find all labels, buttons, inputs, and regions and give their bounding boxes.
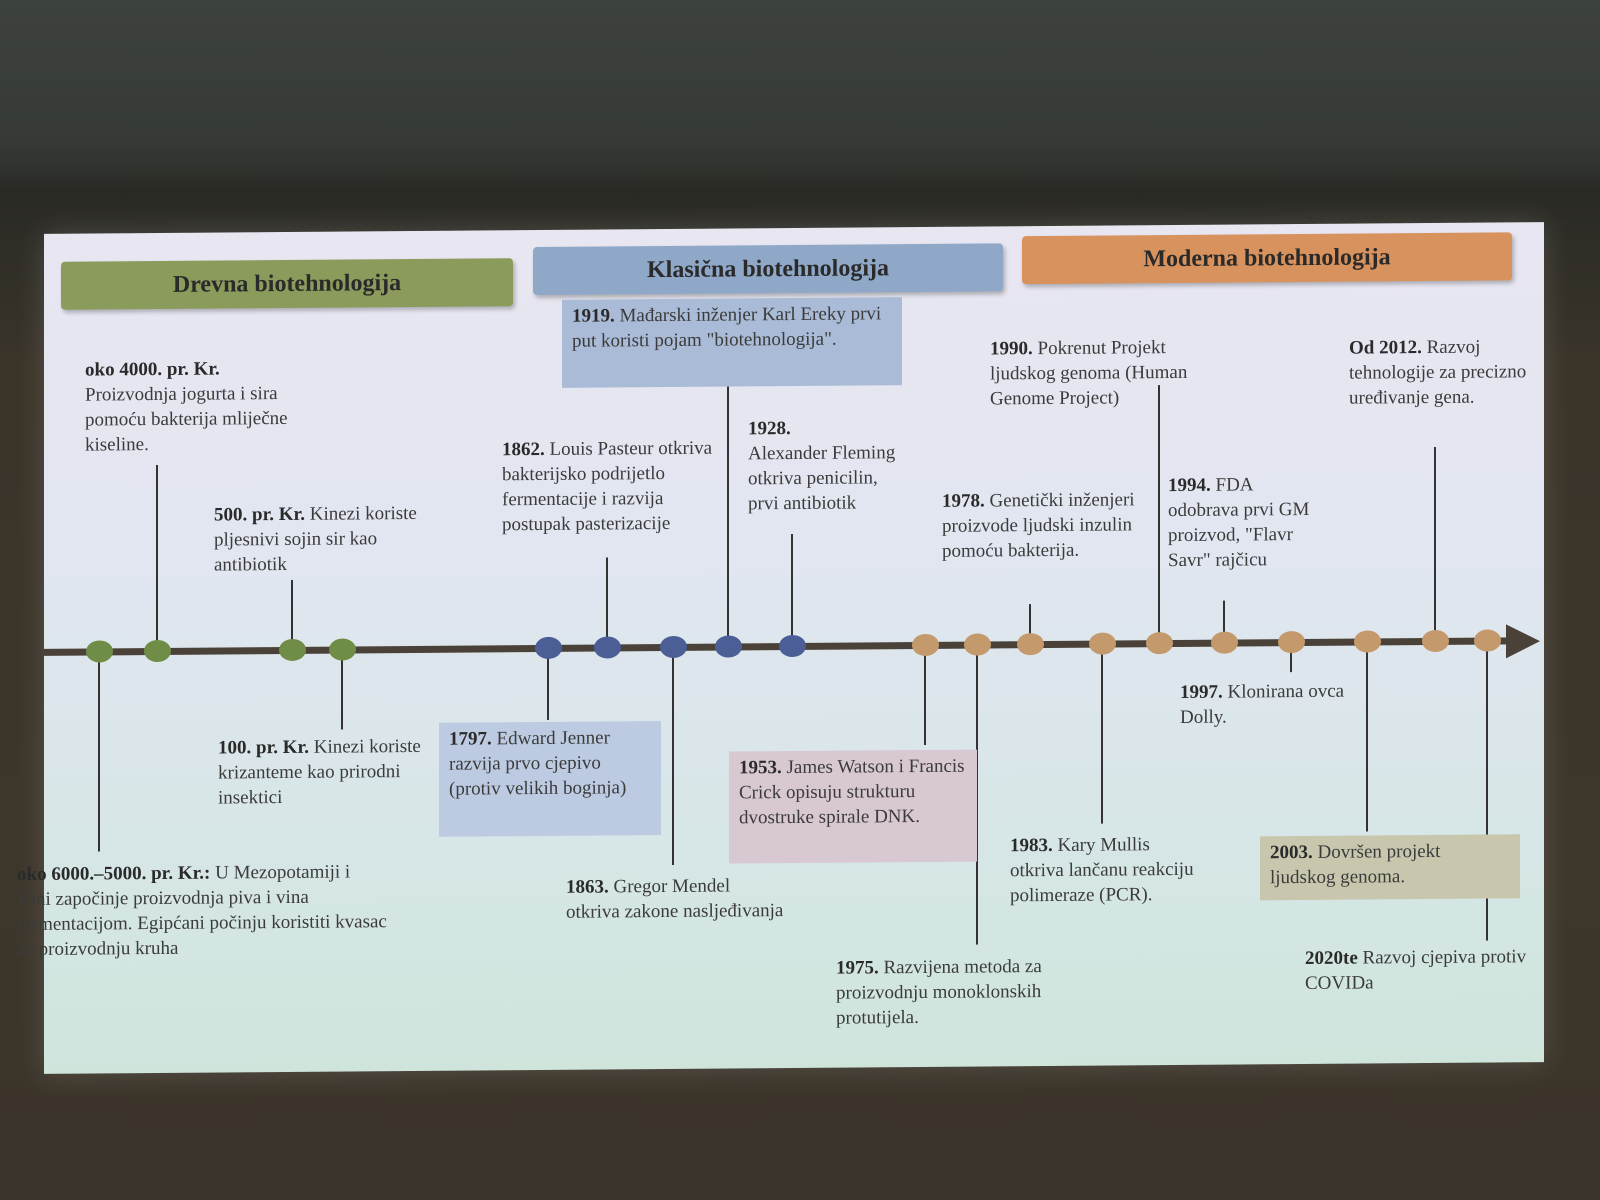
timeline-dot [535,636,562,660]
connector [1434,446,1436,641]
event-1863: 1863. Gregor Mendel otkriva zakone naslj… [566,875,784,923]
connector [924,644,926,745]
event-2020s: 2020te Razvoj cjepiva protiv COVIDa [1305,946,1527,994]
connector [341,649,343,730]
timeline-dot [964,633,991,656]
timeline-dot [1354,630,1381,653]
event-1797: 1797. Edward Jenner razvija prvo cjepivo… [439,721,661,837]
timeline-dot [1278,630,1305,654]
event-1978: 1978. Genetički inženjeri proizvode ljud… [942,489,1135,562]
event-100bc: 100. pr. Kr. Kinezi koriste krizanteme k… [218,735,421,809]
timeline-dot [329,638,356,661]
connector [1158,385,1160,644]
timeline-dot [1089,632,1116,655]
event-1994: 1994. FDA odobrava prvi GM proizvod, "Fl… [1168,474,1310,572]
connector [1101,643,1103,824]
timeline-dot [1146,632,1173,655]
timeline-dot [1422,629,1449,653]
event-1919: 1919. Mađarski inženjer Karl Ereky prvi … [562,297,902,388]
timeline-dot [144,639,171,663]
connector [672,646,674,865]
era-header-ancient: Drevna biotehnologija [61,258,513,310]
timeline-slide: Drevna biotehnologija Klasična biotehnol… [17,222,1544,1074]
timeline-dot [86,640,113,663]
era-header-classical: Klasična biotehnologija [533,243,1003,296]
timeline-dot [715,635,742,658]
event-2012: Od 2012. Razvoj tehnologije za precizno … [1349,336,1527,409]
timeline-dot [279,638,306,662]
arrow-head-icon [1506,624,1540,659]
timeline-dot [1211,631,1238,654]
connector [156,464,158,652]
timeline-dot [1017,633,1044,656]
event-500bc: 500. pr. Kr. Kinezi koriste pljesnivi so… [214,502,417,576]
connector [1366,641,1368,832]
event-6000bc: oko 6000.–5000. pr. Kr.: U Mezopotamiji … [17,861,387,961]
event-1975: 1975. Razvijena metoda za proizvodnju mo… [836,956,1042,1029]
event-1990: 1990. Pokrenut Projekt ljudskog genoma (… [990,337,1188,410]
event-1928: 1928.Alexander Fleming otkriva penicilin… [748,418,896,515]
event-1862: 1862. Louis Pasteur otkriva bakterijsko … [502,437,713,536]
connector [727,384,729,647]
timeline-dot [912,633,939,657]
event-1953: 1953. James Watson i Francis Crick opisu… [729,749,977,864]
era-header-modern: Moderna biotehnologija [1022,232,1512,285]
timeline-dot [1474,629,1501,652]
timeline-dot [660,635,687,659]
connector [606,557,608,648]
connector [98,651,100,852]
connector [791,534,793,647]
event-2003: 2003. Dovršen projekt ljudskog genoma. [1260,834,1520,901]
timeline-dot [594,636,621,659]
event-1983: 1983. Kary Mullis otkriva lančanu reakci… [1010,834,1194,907]
timeline-dot [779,634,806,658]
event-4000bc: oko 4000. pr. Kr.Proizvodnja jogurta i s… [85,358,288,456]
event-1997: 1997. Klonirana ovca Dolly. [1180,680,1345,728]
